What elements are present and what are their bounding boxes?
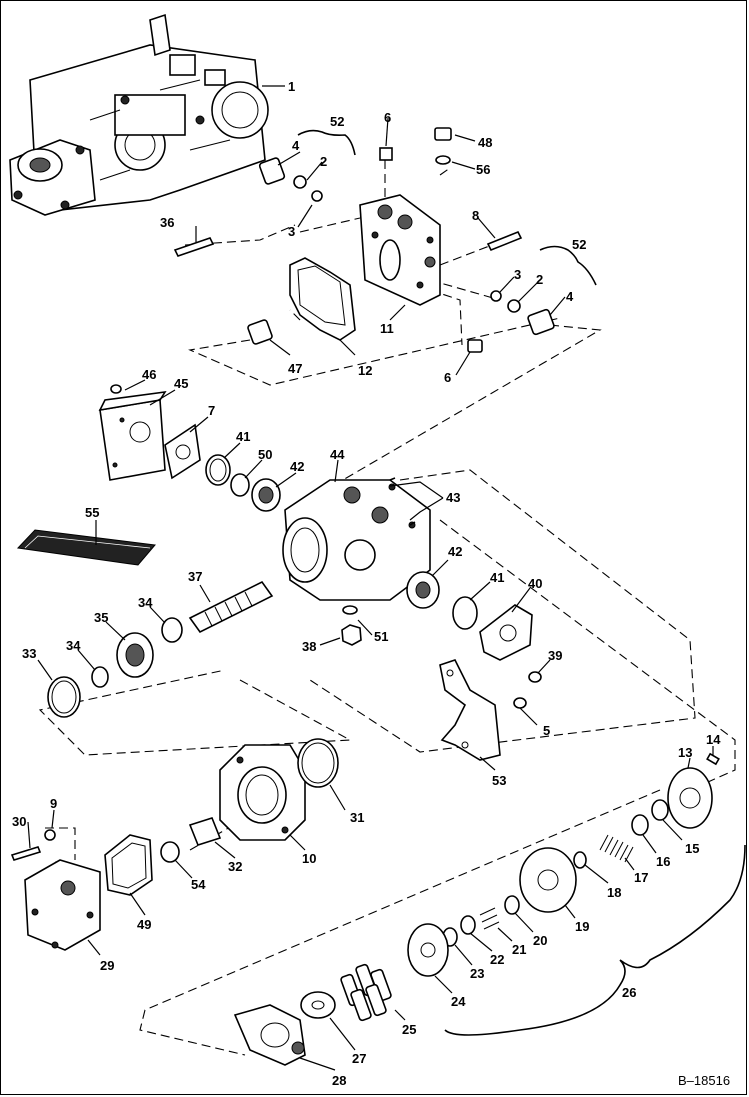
callout-56: 56 <box>476 162 490 177</box>
callout-43: 43 <box>446 490 460 505</box>
callout-41: 41 <box>236 429 250 444</box>
part-11-valve-block <box>359 194 441 306</box>
part-53-bracket <box>439 659 501 761</box>
part-45-bracket <box>98 384 201 481</box>
callout-labels: 1 2 3 4 5 6 7 8 9 10 11 12 13 14 15 16 1… <box>12 79 721 1088</box>
part-25-piston-set <box>340 963 392 1022</box>
callout-32: 32 <box>228 859 242 874</box>
callout-2-repeat: 2 <box>536 272 543 287</box>
callout-49: 49 <box>137 917 151 932</box>
callout-34-repeat: 34 <box>66 638 81 653</box>
part-10-pump-housing <box>219 738 339 841</box>
callout-53: 53 <box>492 773 506 788</box>
callout-52-repeat: 52 <box>572 237 586 252</box>
parts-40-41-42 <box>406 571 542 709</box>
callout-34: 34 <box>138 595 153 610</box>
callout-2: 2 <box>320 154 327 169</box>
callout-24: 24 <box>451 994 466 1009</box>
callout-19: 19 <box>575 919 589 934</box>
callout-17: 17 <box>634 870 648 885</box>
callout-52: 52 <box>330 114 344 129</box>
callout-8: 8 <box>472 208 479 223</box>
callout-50: 50 <box>258 447 272 462</box>
fittings-upper <box>173 127 555 353</box>
callout-18: 18 <box>607 885 621 900</box>
leader-lines <box>27 85 714 1071</box>
callout-30: 30 <box>12 814 26 829</box>
callout-6: 6 <box>384 110 391 125</box>
callout-41-repeat: 41 <box>490 570 504 585</box>
callout-38: 38 <box>302 639 316 654</box>
callout-37: 37 <box>188 569 202 584</box>
part-1-pump-assembly <box>9 13 269 216</box>
callout-5: 5 <box>543 723 550 738</box>
callout-25: 25 <box>402 1022 416 1037</box>
callout-7: 7 <box>208 403 215 418</box>
callout-44: 44 <box>330 447 345 462</box>
callout-14: 14 <box>706 732 721 747</box>
callout-20: 20 <box>533 933 547 948</box>
callout-1: 1 <box>288 79 295 94</box>
seals-bearings-upper <box>205 454 281 512</box>
callout-21: 21 <box>512 942 526 957</box>
callout-6-repeat: 6 <box>444 370 451 385</box>
callout-15: 15 <box>685 841 699 856</box>
callout-28: 28 <box>332 1073 346 1088</box>
callout-13: 13 <box>678 745 692 760</box>
parts-29-30-49-9 <box>10 829 153 951</box>
callout-54: 54 <box>191 877 206 892</box>
callout-4-repeat: 4 <box>566 289 574 304</box>
callout-47: 47 <box>288 361 302 376</box>
callout-39: 39 <box>548 648 562 663</box>
callout-11: 11 <box>380 321 394 336</box>
callout-42: 42 <box>290 459 304 474</box>
callout-33: 33 <box>22 646 36 661</box>
callout-3-repeat: 3 <box>514 267 521 282</box>
callout-10: 10 <box>302 851 316 866</box>
braces <box>297 129 746 1036</box>
callout-46: 46 <box>142 367 156 382</box>
callout-40: 40 <box>528 576 542 591</box>
callout-29: 29 <box>100 958 114 973</box>
callout-45: 45 <box>174 376 188 391</box>
callout-26: 26 <box>622 985 636 1000</box>
part-12-gasket <box>289 257 356 341</box>
part-37-shaft <box>188 580 274 634</box>
rotating-group <box>233 752 720 1066</box>
parts-32-54 <box>160 817 222 863</box>
callout-22: 22 <box>490 952 504 967</box>
callout-23: 23 <box>470 966 484 981</box>
callout-36: 36 <box>160 215 174 230</box>
parts-38-51 <box>341 477 416 646</box>
callout-42-repeat: 42 <box>448 544 462 559</box>
callout-4: 4 <box>292 138 300 153</box>
callout-3: 3 <box>288 224 295 239</box>
part-44-main-housing <box>282 479 431 601</box>
figure-id: B–18516 <box>678 1073 730 1088</box>
callout-12: 12 <box>358 363 372 378</box>
callout-35: 35 <box>94 610 108 625</box>
bearing-35-and-rings <box>47 617 183 718</box>
callout-48: 48 <box>478 135 492 150</box>
part-55-decal <box>16 529 156 566</box>
callout-27: 27 <box>352 1051 366 1066</box>
callout-31: 31 <box>350 810 364 825</box>
callout-55: 55 <box>85 505 99 520</box>
callout-9: 9 <box>50 796 57 811</box>
callout-16: 16 <box>656 854 670 869</box>
callout-51: 51 <box>374 629 388 644</box>
